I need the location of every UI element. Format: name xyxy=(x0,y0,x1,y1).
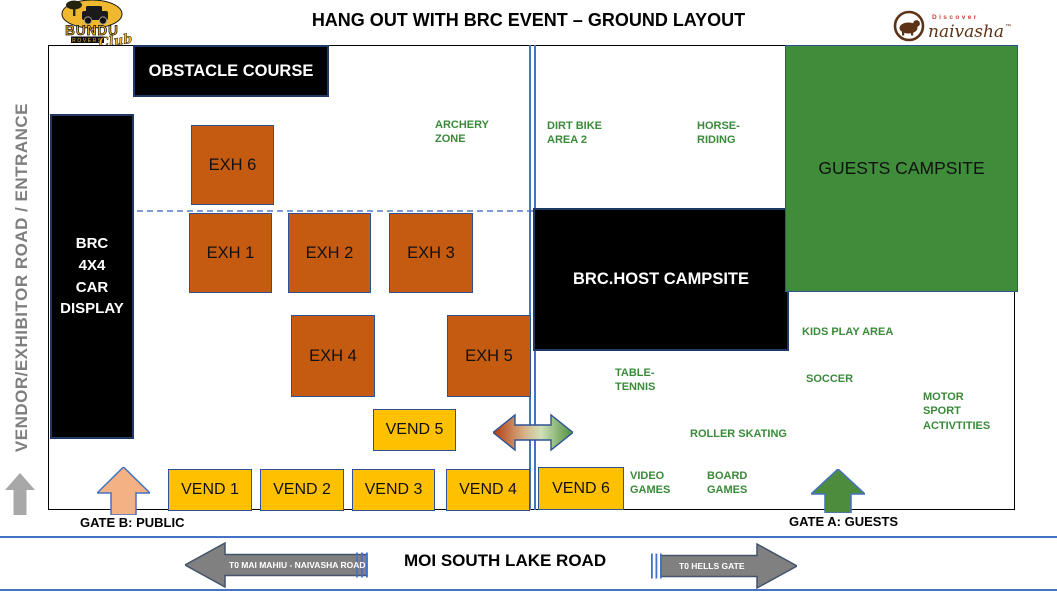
soccer-label: SOCCER xyxy=(806,373,854,385)
dirt-bike-area-label: DIRT BIKE AREA 2 xyxy=(547,120,602,147)
vend-2-stand: VEND 2 xyxy=(260,469,344,511)
vendor-exhibitor-road-text: VENDOR/EXHIBITOR ROAD / ENTRANCE xyxy=(12,102,31,453)
archery-zone-label: ARCHERY ZONE xyxy=(435,119,489,146)
east-road-arrow-label: T0 HELLS GATE xyxy=(679,561,745,571)
entrance-road-arrow-icon xyxy=(5,473,35,515)
west-road-arrow: T0 MAI MAHIU - NAIVASHA ROAD xyxy=(185,542,373,588)
road-name-label: MOI SOUTH LAKE ROAD xyxy=(404,551,607,570)
vend-4-stand: VEND 4 xyxy=(446,469,530,511)
svg-text:naivasha: naivasha xyxy=(928,22,1004,42)
board-games-label: BOARD GAMES xyxy=(707,470,748,497)
center-divider-line-1 xyxy=(529,45,531,510)
svg-text:ROVERS: ROVERS xyxy=(72,38,103,44)
roller-skating-label: ROLLER SKATING xyxy=(690,428,787,440)
horse-riding-label: HORSE- RIDING xyxy=(697,120,740,147)
gate-a-arrow-icon xyxy=(811,469,865,513)
west-road-arrow-label: T0 MAI MAHIU - NAIVASHA ROAD xyxy=(229,560,366,570)
vend-3-stand: VEND 3 xyxy=(352,469,435,511)
motor-sport-activities-label: MOTOR SPORT ACTIVTITIES xyxy=(923,391,991,432)
vend-1-stand: VEND 1 xyxy=(168,469,252,511)
east-road-arrow-icon xyxy=(651,542,797,590)
west-road-arrow-icon xyxy=(185,542,368,588)
gate-b-label: GATE B: PUBLIC xyxy=(80,515,185,530)
exh-1-stand: EXH 1 xyxy=(189,213,272,293)
exh-5-stand: EXH 5 xyxy=(447,315,531,397)
road-edge-line-top xyxy=(0,536,1057,539)
svg-text:Discover: Discover xyxy=(932,14,979,21)
page-title: HANG OUT WITH BRC EVENT – GROUND LAYOUT xyxy=(311,10,746,30)
bundu-rovers-club-logo-icon: BUNDU ROVERS Club xyxy=(61,0,134,46)
exh-6-stand: EXH 6 xyxy=(191,125,274,205)
exh-4-stand: EXH 4 xyxy=(291,315,375,397)
gate-b-arrow-icon xyxy=(97,467,150,515)
brc-car-display-zone: BRC 4X4 CAR DISPLAY xyxy=(50,114,134,439)
video-games-label: VIDEO GAMES xyxy=(630,470,671,497)
table-tennis-label: TABLE- TENNIS xyxy=(615,367,656,394)
guests-campsite-zone: GUESTS CAMPSITE xyxy=(785,45,1018,292)
east-road-arrow: T0 HELLS GATE xyxy=(651,541,797,591)
vend-5-stand: VEND 5 xyxy=(373,409,456,451)
vendor-exhibitor-road-label: VENDOR/EXHIBITOR ROAD / ENTRANCE xyxy=(2,45,42,510)
vend-6-stand: VEND 6 xyxy=(538,467,624,510)
exh-3-stand: EXH 3 xyxy=(389,213,473,293)
two-way-flow-arrow-icon xyxy=(493,413,573,452)
gate-a-label: GATE A: GUESTS xyxy=(789,514,899,529)
svg-text:™: ™ xyxy=(1005,23,1011,30)
road-edge-line-bottom xyxy=(0,589,1057,592)
svg-text:Club: Club xyxy=(98,32,134,46)
brc-host-campsite-zone: BRC.HOST CAMPSITE xyxy=(533,208,789,351)
discover-naivasha-logo-icon: Discover naivasha ™ xyxy=(893,10,1011,42)
obstacle-course-zone: OBSTACLE COURSE xyxy=(133,45,329,97)
svg-text:BUNDU: BUNDU xyxy=(65,23,119,38)
exh-2-stand: EXH 2 xyxy=(288,213,371,293)
kids-play-area-label: KIDS PLAY AREA xyxy=(802,326,894,338)
dashed-separator-line xyxy=(57,210,533,212)
